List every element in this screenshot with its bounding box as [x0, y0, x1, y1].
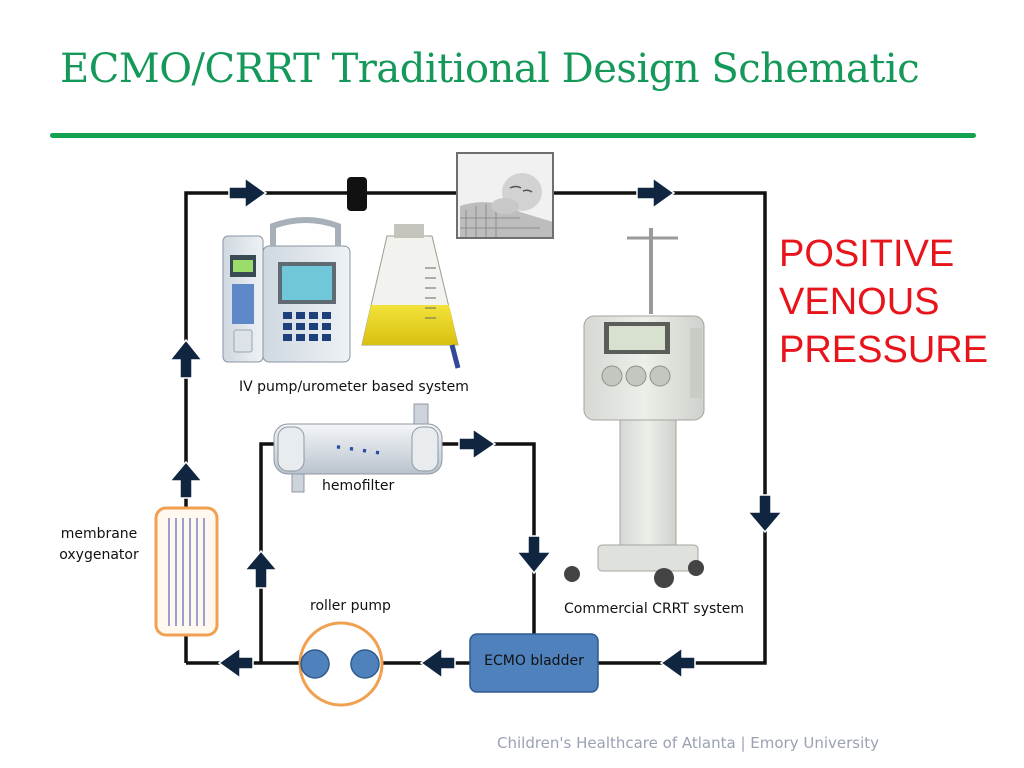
- iv-pump-device: [222, 217, 351, 363]
- arrow-down-right-line: [746, 494, 784, 534]
- urometer-bag: [361, 224, 461, 369]
- arrow-up-left-bottom: [168, 460, 204, 499]
- arrow-up-hemofilter-in: [243, 549, 279, 589]
- label-hemofilter: hemofilter: [322, 478, 395, 494]
- label-commercial-crrt: Commercial CRRT system: [564, 601, 744, 617]
- hemofilter-device: · · · ·: [273, 403, 443, 493]
- patient-infant-photo: [456, 152, 554, 239]
- arrow-right-top-right: [636, 176, 676, 210]
- annotation-line-2: VENOUS: [779, 281, 940, 323]
- arrow-right-hemofilter-out: [458, 427, 497, 461]
- label-ecmo-bladder: ECMO bladder: [484, 653, 584, 669]
- slide-title: ECMO/CRRT Traditional Design Schematic: [60, 46, 920, 92]
- tubing-clamp: [347, 177, 367, 211]
- annotation-line-1: POSITIVE: [779, 233, 955, 275]
- flow-arrows: [168, 176, 784, 680]
- label-iv-pump: IV pump/urometer based system: [239, 379, 469, 395]
- label-roller-pump: roller pump: [310, 598, 391, 614]
- arrow-down-to-bladder: [515, 535, 553, 575]
- title-divider: [50, 133, 976, 138]
- footer-credit: Children's Healthcare of Atlanta | Emory…: [497, 734, 880, 752]
- roller-pump: [298, 621, 384, 707]
- arrow-right-top-left: [228, 176, 268, 210]
- roller-right: [350, 649, 380, 679]
- annotation-line-3: PRESSURE: [779, 329, 989, 371]
- arrow-left-bottom-left: [217, 646, 254, 680]
- label-membrane-oxygenator: membrane oxygenator: [59, 526, 139, 563]
- positive-venous-pressure-annotation: POSITIVE VENOUS PRESSURE: [779, 230, 988, 374]
- membrane-oxygenator: [154, 506, 219, 637]
- crrt-machine: [564, 228, 705, 588]
- roller-left: [300, 649, 330, 679]
- arrow-up-left-top: [168, 338, 204, 379]
- ecmo-bladder-box: [469, 633, 599, 693]
- arrow-left-bottom-mid: [419, 646, 456, 680]
- arrow-left-bottom-right: [659, 646, 696, 680]
